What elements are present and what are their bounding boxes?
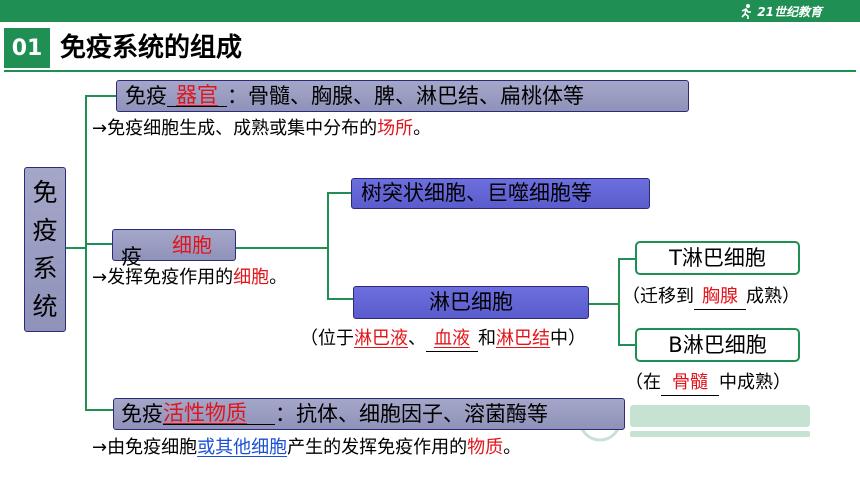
section-number: 01 bbox=[4, 28, 50, 68]
organs-note: →免疫细胞生成、成熟或集中分布的场所。 bbox=[92, 117, 431, 141]
active-blank: 活性物质 bbox=[163, 403, 275, 425]
active-note-suffix: 。 bbox=[503, 437, 522, 458]
connector-line bbox=[618, 344, 635, 346]
lymph-note: （位于淋巴液、血液和淋巴结中） bbox=[300, 327, 586, 352]
connector-line bbox=[85, 243, 113, 245]
logo-text: 21世纪教育 bbox=[757, 4, 822, 19]
root-node-immune-system: 免 疫 系 统 bbox=[24, 167, 66, 332]
root-char: 统 bbox=[32, 292, 58, 321]
active-note: →由免疫细胞或其他细胞产生的发挥免疫作用的物质。 bbox=[92, 436, 521, 460]
active-suffix: ：抗体、细胞因子、溶菌酶等 bbox=[275, 401, 548, 426]
root-char: 系 bbox=[32, 254, 58, 283]
active-note-blank: 物质 bbox=[467, 437, 504, 458]
t-cell-label: T淋巴细胞 bbox=[669, 245, 766, 270]
top-bar: 21世纪教育 bbox=[0, 0, 860, 22]
connector-line bbox=[85, 409, 113, 411]
cells-blank: 细胞 bbox=[172, 233, 212, 257]
active-prefix: 免疫 bbox=[121, 401, 163, 426]
node-immune-organs: 免疫 器官 ：骨髓、胸腺、脾、淋巴结、扁桃体等 bbox=[116, 80, 689, 112]
root-char: 免 bbox=[32, 178, 58, 207]
b-cell-label: B淋巴细胞 bbox=[668, 332, 767, 357]
cells-note-prefix: →发挥免疫作用的 bbox=[92, 267, 234, 288]
connector-line bbox=[327, 298, 353, 300]
t-cell-note-open: （迁移到 bbox=[622, 286, 694, 307]
connector-line bbox=[327, 192, 351, 194]
lymph-note-open: （位于 bbox=[300, 328, 354, 349]
connector-line bbox=[618, 258, 635, 260]
organs-blank: 器官 bbox=[167, 85, 227, 107]
connector-line bbox=[66, 247, 86, 249]
organs-suffix: ：骨髓、胸腺、脾、淋巴结、扁桃体等 bbox=[227, 83, 584, 108]
lymph-note-c: 淋巴结 bbox=[496, 328, 550, 349]
node-immune-cells: 疫 bbox=[112, 229, 236, 268]
connector-line bbox=[618, 258, 620, 346]
cells-note-suffix: 。 bbox=[269, 267, 288, 288]
lymph-note-sep2: 和 bbox=[478, 328, 496, 349]
t-cell-note: （迁移到胸腺成熟） bbox=[622, 285, 800, 310]
active-note-prefix: →由免疫细胞 bbox=[92, 437, 198, 458]
lymph-note-sep1: 、 bbox=[408, 328, 426, 349]
connector-line bbox=[85, 95, 87, 410]
connector-line bbox=[236, 247, 328, 249]
active-note-mid: 产生的发挥免疫作用的 bbox=[287, 437, 468, 458]
brand-logo: 21世纪教育 bbox=[738, 2, 822, 20]
node-lymphocytes: 淋巴细胞 bbox=[353, 286, 589, 319]
node-b-lymphocyte: B淋巴细胞 bbox=[635, 328, 800, 362]
b-cell-note-close: 中成熟） bbox=[719, 372, 791, 393]
t-cell-note-close: 成熟） bbox=[746, 286, 800, 307]
node-dendritic-macrophage: 树突状细胞、巨噬细胞等 bbox=[351, 178, 650, 209]
root-char: 疫 bbox=[32, 216, 58, 245]
connector-line bbox=[589, 303, 619, 305]
cells-prefix: 疫 bbox=[121, 245, 142, 269]
b-cell-note: （在骨髓中成熟） bbox=[625, 371, 791, 396]
lymph-label: 淋巴细胞 bbox=[429, 290, 513, 314]
cells-note: →发挥免疫作用的细胞。 bbox=[92, 266, 287, 290]
page-title: 免疫系统的组成 bbox=[60, 33, 243, 63]
cells-note-blank: 细胞 bbox=[233, 267, 270, 288]
active-note-link[interactable]: 或其他细胞 bbox=[197, 437, 288, 458]
lymph-note-a: 淋巴液 bbox=[354, 328, 408, 349]
node-t-lymphocyte: T淋巴细胞 bbox=[635, 241, 800, 275]
lymph-note-close: 中） bbox=[550, 328, 586, 349]
node-active-substances: 免疫 活性物质 ：抗体、细胞因子、溶菌酶等 bbox=[113, 398, 625, 430]
organs-note-suffix: 。 bbox=[413, 118, 432, 139]
connector-line bbox=[85, 95, 116, 97]
connector-line bbox=[327, 192, 329, 300]
organs-prefix: 免疫 bbox=[125, 83, 167, 108]
lymph-note-b: 血液 bbox=[426, 327, 478, 352]
b-cell-note-blank: 骨髓 bbox=[661, 371, 719, 396]
organs-note-prefix: →免疫细胞生成、成熟或集中分布的 bbox=[92, 118, 378, 139]
runner-icon bbox=[741, 4, 752, 19]
organs-note-blank: 场所 bbox=[377, 118, 414, 139]
title-divider bbox=[4, 70, 856, 72]
t-cell-note-blank: 胸腺 bbox=[694, 285, 746, 310]
dendritic-label: 树突状细胞、巨噬细胞等 bbox=[361, 181, 592, 205]
b-cell-note-open: （在 bbox=[625, 372, 661, 393]
